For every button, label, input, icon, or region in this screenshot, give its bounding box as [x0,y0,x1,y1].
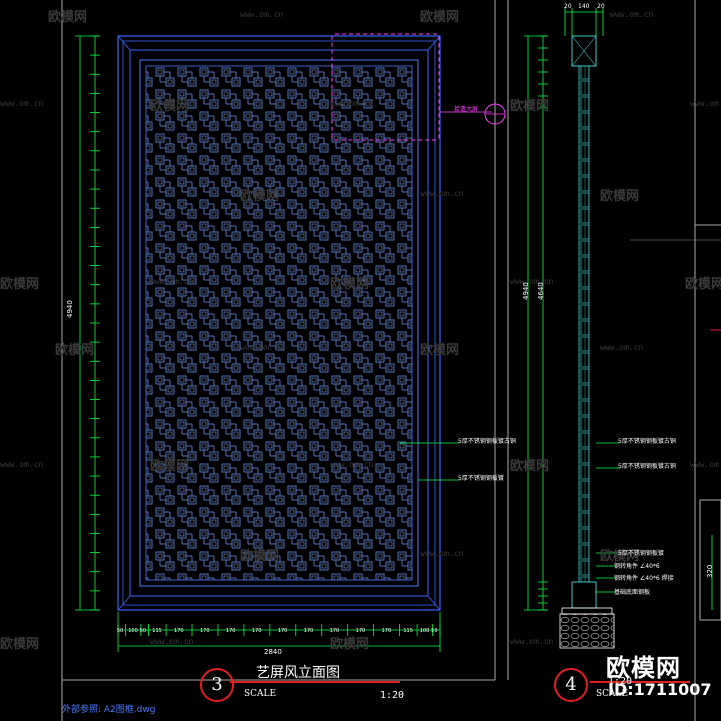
watermark-url: www.om.cn [690,460,721,469]
watermark-url: www.om.cn [510,637,554,646]
watermark: 欧模网 [150,99,190,114]
watermark: 欧模网 [55,343,95,358]
watermark: 欧模网 [685,277,721,292]
detail-number-3: 3 [200,668,234,702]
dim-right-total-b: 4640 [537,282,545,300]
bottom-dim-label: 170 [329,628,340,634]
watermark-url: www.om.cn [330,460,374,469]
dim-top-right-1: 20 [564,3,572,10]
watermark-url: www.om.cn [150,277,194,286]
lattice-panel [145,65,413,581]
watermark: 欧模网 [240,549,280,564]
brand-logo: 欧模网 [606,654,681,682]
section-dimensions [524,8,713,611]
watermark-url: www.om.cn [240,343,284,352]
scale-ratio-right: 1:20 [608,676,633,687]
bottom-dim-label: 50 [139,628,147,634]
bottom-dim-label: 170 [381,628,392,634]
watermark: 欧模网 [330,637,370,652]
gravel-foundation [559,613,615,649]
watermark-url: www.om.cn [150,637,194,646]
watermark: 欧模网 [420,343,460,358]
dim-right-total-a: 4940 [522,282,530,300]
watermark-url: www.om.cn [240,10,284,19]
dim-top-right-3: 20 [597,3,605,10]
watermark-url: www.om.cn [420,189,464,198]
watermark: 欧模网 [420,10,460,25]
dim-bottom-total: 2840 [264,648,282,656]
dim-top-right-2: 140 [578,3,590,10]
watermark: 欧模网 [600,549,640,564]
bottom-dim-label: 170 [277,628,288,634]
bottom-dim-label: 115 [152,628,162,634]
bottom-dim-label: 100 [128,628,138,634]
watermark-url: www.om.cn [690,99,721,108]
bottom-dim-label: 170 [355,628,366,634]
watermark: 欧模网 [510,99,550,114]
bottom-dim-label: 170 [199,628,210,634]
watermark: 欧模网 [150,459,190,474]
callout-right-3: 5厚不锈钢钢板镀 [618,550,664,557]
watermark: 欧模网 [510,459,550,474]
callout-right-6: 基础底面钢板 [614,589,651,596]
watermark-url: www.om.cn [600,343,644,352]
bottom-dim-label: 50 [116,628,124,634]
dim-left-total: 4940 [66,300,74,318]
bottom-dim-label: 115 [403,628,413,634]
external-reference: 外部参照: A2图框.dwg [62,705,156,715]
callout-left-1: 5厚不锈钢钢板镀古铜 [458,438,516,445]
detail-number-4: 4 [554,668,588,702]
watermark-url: www.om.cn [510,277,554,286]
watermark: 欧模网 [48,10,88,25]
bottom-dim-label: 50 [431,628,438,634]
watermark: 欧模网 [0,637,40,652]
callout-right-5: 钢转角件 ∠40*6 焊接 [614,575,674,582]
callout-right-4: 钢转角件 ∠40*6 [614,563,660,570]
screen-section [559,35,615,649]
callout-left-2: 5厚不锈钢钢板镀 [458,475,504,482]
watermark: 欧模网 [240,189,280,204]
detail-marker-box [331,33,440,141]
bottom-dim-label: 170 [225,628,236,634]
scale-label: SCALE [244,689,277,699]
brand-id: ID:1711007 [608,680,712,699]
watermark-url: www.om.cn [610,10,654,19]
watermark-url: www.om.cn [0,460,44,469]
drawing-title: 艺屏风立面图 [256,665,340,681]
bottom-dim-label: 170 [174,628,184,634]
watermark: 欧模网 [0,277,40,292]
callout-tag-top: 拾遗大屏 [454,106,479,113]
bottom-dim-label: 170 [303,628,314,634]
watermark: 欧模网 [330,277,370,292]
bottom-dim-label: 100 [419,628,430,634]
detail-marker-circle [484,103,506,125]
watermark-url: www.om.cn [330,99,374,108]
scale-label-right: SCALE [596,689,629,699]
dim-right-small: 320 [706,564,714,578]
bottom-dim-label: 170 [251,628,262,634]
screen-elevation [117,35,441,611]
callout-right-1: 5厚不锈钢钢板镀古铜 [618,438,676,445]
watermark: 欧模网 [600,189,640,204]
scale-ratio: 1:20 [380,690,405,701]
callout-right-2: 5厚不锈钢钢板镀古铜 [618,463,676,470]
watermark-url: www.om.cn [420,549,464,558]
watermark-url: www.om.cn [0,99,44,108]
